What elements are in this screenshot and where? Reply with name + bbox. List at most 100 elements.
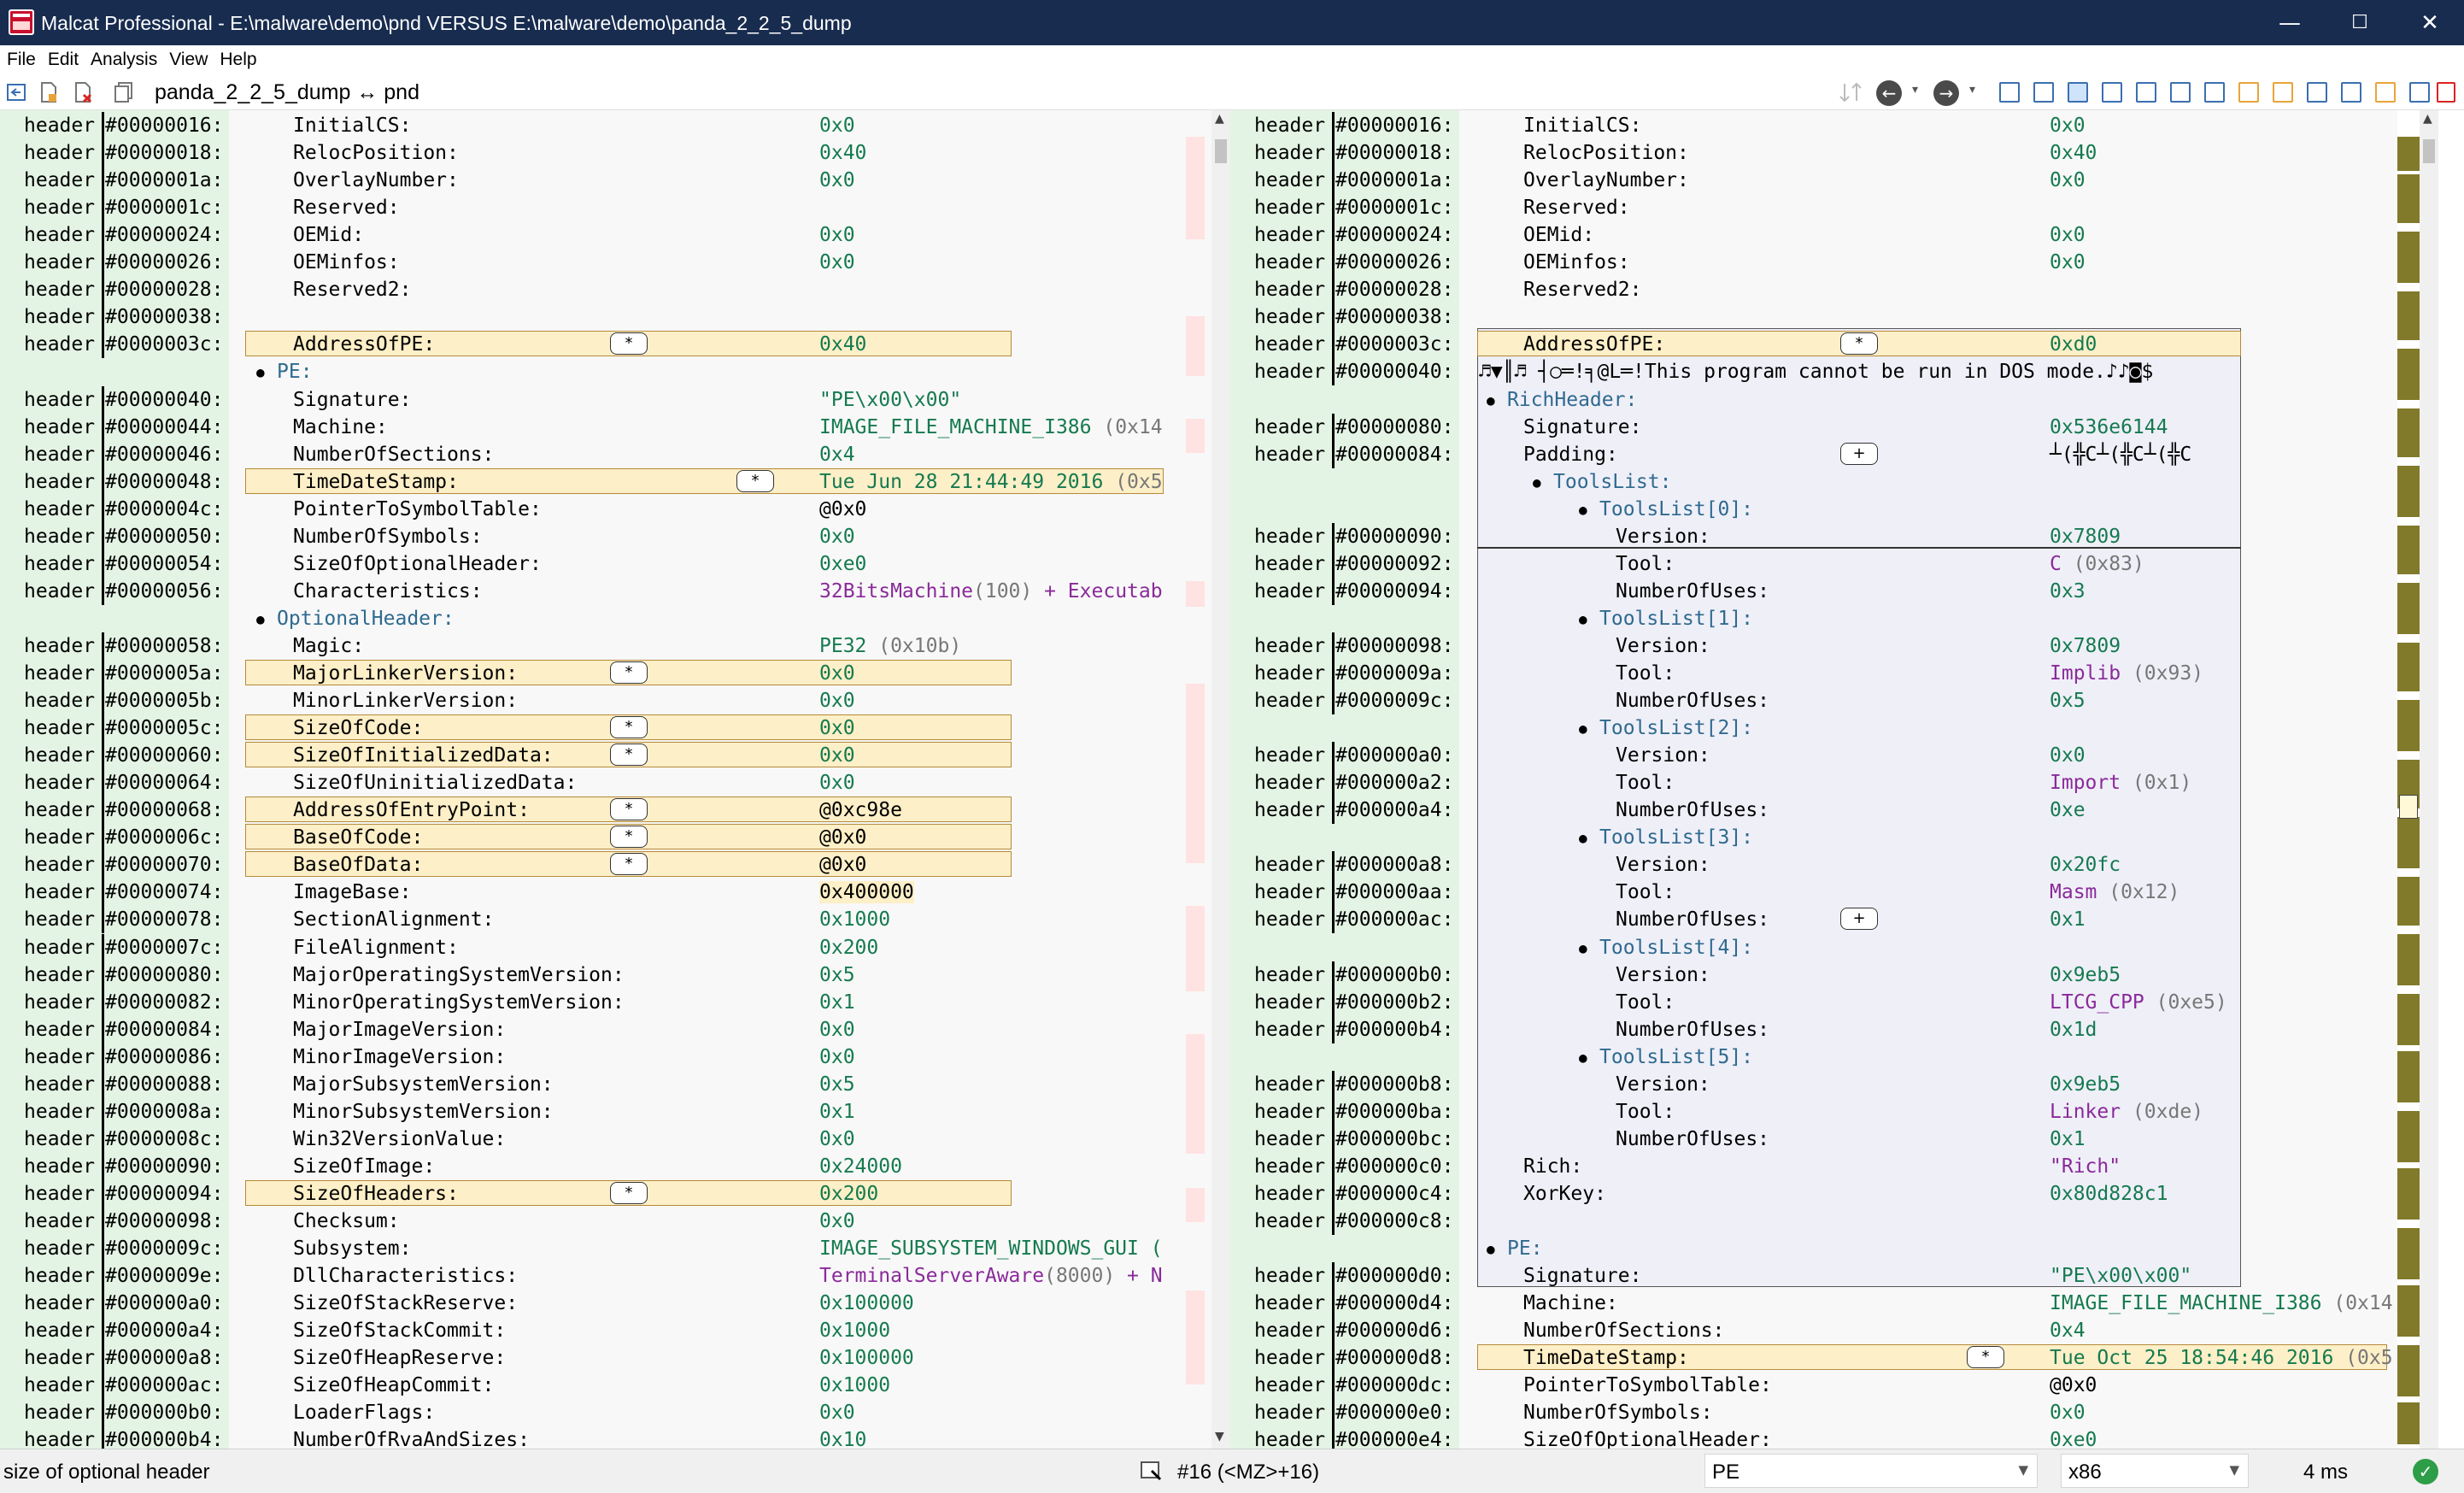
structure-row[interactable]: header#00000040:Signature:"PE\x00\x00": [0, 385, 1211, 414]
binary-view-icon[interactable]: [2033, 82, 2054, 103]
structure-row[interactable]: header#000000a4:NumberOfUses:0xe: [1230, 796, 2397, 825]
minimap-viewport[interactable]: [2399, 795, 2418, 819]
structure-row[interactable]: header#00000046:NumberOfSections:0x4: [0, 440, 1211, 468]
structure-row[interactable]: header#00000090:SizeOfImage:0x24000: [0, 1152, 1211, 1180]
file-format-select[interactable]: PE ▼: [1704, 1454, 2038, 1488]
structure-row[interactable]: header#000000ac:SizeOfHeapCommit:0x1000: [0, 1372, 1211, 1400]
structure-row[interactable]: header#00000084:Padding:+┴(╬C┴(╬C┴(╬C: [1230, 440, 2397, 468]
diff-changed-badge[interactable]: *: [610, 744, 648, 767]
structure-name[interactable]: OptionalHeader:: [277, 607, 455, 630]
structure-row[interactable]: header#0000006c:BaseOfCode:*@0x0: [0, 824, 1211, 852]
diff-changed-badge[interactable]: *: [610, 1181, 648, 1204]
script-view-icon[interactable]: [2437, 82, 2455, 103]
structure-row[interactable]: header#00000028:Reserved2:: [0, 276, 1211, 304]
structure-row[interactable]: header#00000080:MajorOperatingSystemVers…: [0, 961, 1211, 989]
structure-row[interactable]: header#00000038:: [1230, 303, 2397, 332]
structure-row[interactable]: header#00000048:TimeDateStamp:*Tue Jun 2…: [0, 467, 1211, 496]
structure-row[interactable]: header#0000007c:FileAlignment:0x200: [0, 933, 1211, 961]
expand-bullet-icon[interactable]: ●: [1487, 391, 1495, 409]
structure-row[interactable]: header#00000038:: [0, 303, 1211, 332]
architecture-select[interactable]: x86 ▼: [2061, 1454, 2249, 1488]
scroll-down-arrow-icon[interactable]: ▼: [1215, 1430, 1224, 1443]
expand-bullet-icon[interactable]: ●: [1579, 720, 1587, 738]
hex-view-icon[interactable]: [1999, 82, 2020, 103]
back-arrow-icon[interactable]: ←: [1876, 80, 1902, 106]
chart-view-icon[interactable]: [2409, 82, 2430, 103]
structure-row[interactable]: header#00000094:NumberOfUses:0x3: [1230, 577, 2397, 605]
structure-row[interactable]: ● ToolsList[2]:: [1230, 714, 2397, 742]
structure-row[interactable]: header#00000016:InitialCS:0x0: [0, 112, 1211, 139]
structure-row[interactable]: header#0000004c:PointerToSymbolTable:@0x…: [0, 495, 1211, 523]
structure-row[interactable]: header#000000d4:Machine:IMAGE_FILE_MACHI…: [1230, 1290, 2397, 1318]
structure-row[interactable]: header#00000068:AddressOfEntryPoint:*@0x…: [0, 796, 1211, 825]
structure-row[interactable]: header#00000094:SizeOfHeaders:*0x200: [0, 1179, 1211, 1208]
structure-row[interactable]: header#00000054:SizeOfOptionalHeader:0xe…: [0, 550, 1211, 578]
structure-row[interactable]: header#0000008c:Win32VersionValue:0x0: [0, 1125, 1211, 1153]
structure-name[interactable]: PE:: [1507, 1237, 1543, 1261]
disasm-view-icon[interactable]: [2102, 82, 2122, 103]
expand-bullet-icon[interactable]: ●: [1579, 939, 1587, 956]
structure-row[interactable]: header#000000a8:Version:0x20fc: [1230, 851, 2397, 879]
structure-row[interactable]: ●PE:: [0, 358, 1211, 385]
back-history-chevron-icon[interactable]: ▾: [1912, 83, 1919, 97]
scroll-up-arrow-icon[interactable]: ▲: [1215, 112, 1224, 126]
close-file-icon[interactable]: [72, 81, 94, 103]
diff-changed-badge[interactable]: *: [1967, 1346, 2004, 1369]
structure-row[interactable]: header#000000d0:Signature:"PE\x00\x00": [1230, 1262, 2397, 1290]
structure-row[interactable]: header#000000e4:SizeOfOptionalHeader:0xe…: [1230, 1426, 2397, 1449]
copy-files-icon[interactable]: [113, 81, 135, 103]
new-file-icon[interactable]: [38, 81, 60, 103]
left-scrollbar[interactable]: ▲ ▼: [1211, 110, 1230, 1449]
structure-row[interactable]: header#00000018:RelocPosition:0x40: [1230, 139, 2397, 168]
structure-name[interactable]: ToolsList[3]:: [1599, 826, 1754, 849]
structure-name[interactable]: ToolsList[4]:: [1599, 936, 1754, 959]
structure-row[interactable]: header#00000060:SizeOfInitializedData:*0…: [0, 742, 1211, 770]
structure-name[interactable]: RichHeader:: [1507, 388, 1638, 411]
layout-view-icon[interactable]: [2204, 82, 2225, 103]
structure-row[interactable]: header#00000056:Characteristics:32BitsMa…: [0, 577, 1211, 605]
structure-row[interactable]: header#000000bc:NumberOfUses:0x1: [1230, 1125, 2397, 1153]
structure-row[interactable]: header#0000001a:OverlayNumber:0x0: [1230, 167, 2397, 195]
structure-row[interactable]: ● ToolsList[3]:: [1230, 824, 2397, 851]
diff-changed-badge[interactable]: *: [736, 469, 774, 492]
structure-row[interactable]: ●ToolsList[1]:: [1230, 605, 2397, 632]
structure-row[interactable]: header#00000026:OEMinfos:0x0: [1230, 249, 2397, 277]
structure-row[interactable]: header#00000084:MajorImageVersion:0x0: [0, 1015, 1211, 1043]
structure-row[interactable]: header#00000074:ImageBase:0x400000: [0, 879, 1211, 907]
structure-row[interactable]: header#000000c4:XorKey:0x80d828c1: [1230, 1179, 2397, 1208]
forward-arrow-icon[interactable]: →: [1933, 80, 1959, 106]
structure-row[interactable]: header#00000082:MinorOperatingSystemVers…: [0, 988, 1211, 1016]
diff-changed-badge[interactable]: *: [610, 826, 648, 849]
menu-edit[interactable]: Edit: [47, 50, 79, 69]
structure-name[interactable]: ToolsList[1]:: [1599, 607, 1754, 630]
left-diff-minimap[interactable]: [1186, 137, 1205, 1444]
menu-file[interactable]: File: [7, 50, 36, 69]
structure-row[interactable]: header#00000040:♬▼║♬ ┤○═!╕@L═!This progr…: [1230, 358, 2397, 386]
structure-row[interactable]: header#00000018:RelocPosition:0x40: [0, 139, 1211, 168]
menu-analysis[interactable]: Analysis: [91, 50, 158, 69]
open-tab-title[interactable]: panda_2_2_5_dump ↔ pnd: [155, 80, 419, 104]
structure-row[interactable]: header#00000024:OEMid:0x0: [1230, 221, 2397, 250]
structure-row[interactable]: header#0000008a:MinorSubsystemVersion:0x…: [0, 1097, 1211, 1126]
structure-name[interactable]: ToolsList:: [1553, 470, 1672, 493]
structure-row[interactable]: ●PE:: [1230, 1235, 2397, 1262]
structure-row[interactable]: header#00000024:OEMid:0x0: [0, 221, 1211, 250]
structure-row[interactable]: header#000000c8:: [1230, 1208, 2397, 1235]
expand-bullet-icon[interactable]: ●: [1579, 830, 1587, 847]
structure-row[interactable]: header#0000001c:Reserved:: [1230, 194, 2397, 222]
structure-row[interactable]: header#0000009c:Subsystem:IMAGE_SUBSYSTE…: [0, 1235, 1211, 1263]
structure-row[interactable]: header#00000058:Magic:PE32 (0x10b): [0, 632, 1211, 660]
maximize-button[interactable]: ☐: [2351, 12, 2368, 33]
structure-row[interactable]: header#000000e0:NumberOfSymbols:0x0: [1230, 1399, 2397, 1427]
structure-row[interactable]: header#0000003c:AddressOfPE:*0xd0: [1230, 331, 2397, 359]
structure-row[interactable]: header#000000b4:NumberOfUses:0x1d: [1230, 1015, 2397, 1043]
structure-row[interactable]: header#000000b2:Tool:LTCG_CPP (0xe5): [1230, 988, 2397, 1016]
expand-bullet-icon[interactable]: ●: [1579, 501, 1587, 518]
structure-row[interactable]: header#00000028:Reserved2:: [1230, 276, 2397, 304]
structure-name[interactable]: ToolsList[2]:: [1599, 717, 1754, 740]
structure-row[interactable]: header#00000070:BaseOfData:*@0x0: [0, 851, 1211, 879]
right-diff-minimap[interactable]: [2397, 137, 2420, 1444]
structure-row[interactable]: header#00000090:Version:0x7809: [1230, 522, 2397, 550]
structure-row[interactable]: header#00000064:SizeOfUninitializedData:…: [0, 769, 1211, 797]
